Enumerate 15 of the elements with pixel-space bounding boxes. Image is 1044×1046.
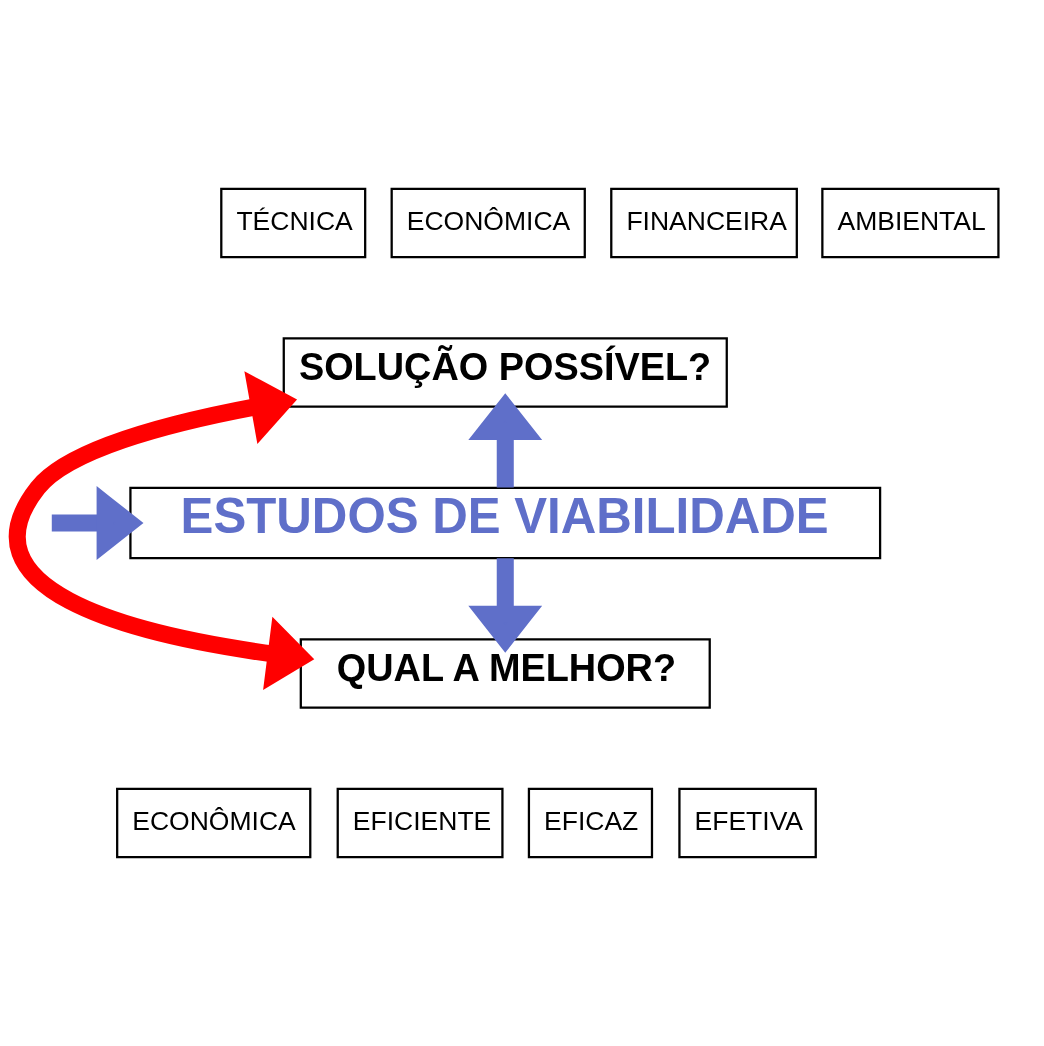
arrow	[9, 371, 315, 690]
node-box: QUAL A MELHOR?	[299, 638, 711, 709]
node-box: SOLUÇÃO POSSÍVEL?	[282, 337, 728, 408]
node-box: ESTUDOS DE VIABILIDADE	[129, 486, 882, 560]
node-box: EFICAZ	[527, 787, 654, 859]
arrow	[51, 486, 144, 560]
node-box: FINANCEIRA	[610, 187, 798, 259]
node-box: ECONÔMICA	[390, 187, 586, 259]
arrow	[468, 558, 543, 653]
arrow	[468, 393, 543, 488]
node-box: EFETIVA	[678, 787, 817, 859]
node-box: AMBIENTAL	[821, 187, 1000, 259]
node-box: TÉCNICA	[220, 187, 367, 259]
node-box: ECONÔMICA	[116, 787, 312, 859]
node-box: EFICIENTE	[336, 787, 504, 859]
